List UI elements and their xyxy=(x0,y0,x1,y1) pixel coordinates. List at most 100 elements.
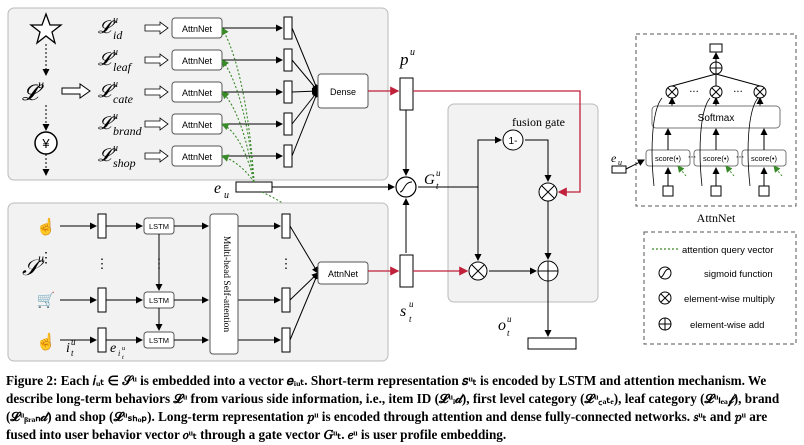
behavior-sup: u xyxy=(113,15,118,26)
score-label: score(•) xyxy=(751,154,777,163)
svg-text:u: u xyxy=(71,337,76,347)
hidden-vector xyxy=(281,213,291,239)
multiply-node-bottom xyxy=(468,261,488,281)
item-label: i xyxy=(66,341,70,356)
one-minus-node xyxy=(502,129,524,151)
svg-text:e: e xyxy=(611,151,617,165)
score-unit: score(•) xyxy=(741,97,787,197)
short-term-row: LSTM xyxy=(60,272,319,313)
attnnet-detail-title: AttnNet xyxy=(697,211,736,225)
svg-text:AttnNet: AttnNet xyxy=(328,269,359,279)
score-input-vector xyxy=(662,185,674,197)
svg-text:☝: ☝ xyxy=(36,332,56,351)
tap-hand-icon: ☝ xyxy=(36,332,56,351)
svg-text:t: t xyxy=(507,328,510,338)
figure-caption: Figure 2: Each 𝑖ᵤₜ ∈ 𝒮ᵘ is embedded into… xyxy=(6,372,798,444)
add-node xyxy=(537,260,559,282)
ot-label: o xyxy=(498,317,506,334)
legend-multiply-icon xyxy=(658,291,672,305)
caption-text: Each 𝑖ᵤₜ ∈ 𝒮ᵘ is embedded into a vector … xyxy=(6,373,780,442)
lstm-label: LSTM xyxy=(149,222,169,231)
long-attnnet-label: AttnNet xyxy=(182,88,213,98)
gate-label: G xyxy=(424,172,435,188)
svg-text:1-: 1- xyxy=(509,136,518,147)
row-ellipsis: ⋮ xyxy=(280,257,293,272)
cart-icon: 🛒 xyxy=(37,291,56,309)
long-attnnet-label: AttnNet xyxy=(182,56,213,66)
svg-text:🛒: 🛒 xyxy=(37,291,56,309)
behavior-sub: cate xyxy=(113,92,134,106)
svg-text:t: t xyxy=(409,314,412,324)
score-input-vector xyxy=(710,185,722,197)
multiply-node-top xyxy=(538,182,558,202)
svg-text:i: i xyxy=(118,349,120,358)
ot-vector xyxy=(527,337,577,350)
fusion-gate-panel xyxy=(447,103,599,303)
long-vector xyxy=(283,144,293,168)
score-unit: score(•) xyxy=(645,97,691,197)
behavior-sup: u xyxy=(113,143,118,154)
self-attention-label: Multi-head Self-attention xyxy=(221,236,232,333)
svg-text:u: u xyxy=(507,314,512,324)
behavior-sup: u xyxy=(113,47,118,58)
svg-text:¥: ¥ xyxy=(41,136,50,151)
star-icon xyxy=(29,12,63,45)
eu-label: e xyxy=(214,180,221,197)
long-vector xyxy=(283,16,293,40)
long-attnnet-label: AttnNet xyxy=(182,152,213,162)
st-label: s xyxy=(400,303,406,320)
attnnet-detail-panel xyxy=(635,33,797,207)
svg-text:t: t xyxy=(436,181,439,191)
softmax-label: Softmax xyxy=(698,113,735,124)
short-term-panel xyxy=(7,202,389,362)
score-label: score(•) xyxy=(703,154,729,163)
item-vector xyxy=(97,287,107,313)
sigmoid-node xyxy=(395,176,417,198)
score-row: score(•) score(•) score(•) ··· ··· xyxy=(645,97,787,197)
dense-label: Dense xyxy=(330,87,356,97)
attn-multiply-node xyxy=(665,73,717,106)
behavior-sub: id xyxy=(113,28,123,42)
row-ellipsis: ⋮ xyxy=(153,257,166,272)
legend-add-icon xyxy=(658,317,672,331)
lstm-label: LSTM xyxy=(149,296,169,305)
svg-text:u: u xyxy=(409,299,414,309)
svg-text:u: u xyxy=(436,168,441,178)
svg-text:t: t xyxy=(122,354,124,361)
svg-text:☝: ☝ xyxy=(36,217,56,236)
svg-text:u: u xyxy=(122,345,126,352)
figure-label: Figure 2: xyxy=(6,373,58,388)
hidden-vector xyxy=(281,287,291,313)
row-ellipsis: ⋮ xyxy=(96,257,109,272)
score-dots: ··· xyxy=(688,153,697,163)
behavior-sup: u xyxy=(113,111,118,122)
item-vector xyxy=(97,327,107,353)
svg-text:u: u xyxy=(410,47,415,58)
fusion-gate-title: fusion gate xyxy=(512,115,565,129)
score-unit: score(•) xyxy=(693,97,739,197)
score-label: score(•) xyxy=(655,154,681,163)
attn-multiply-node xyxy=(709,74,723,106)
short-term-row: LSTM xyxy=(60,272,319,353)
attn-multiply-node xyxy=(715,73,767,106)
legend-panel xyxy=(643,231,797,345)
score-dots: ··· xyxy=(736,153,745,163)
legend-sigmoid-icon xyxy=(658,266,672,280)
svg-text:⋮: ⋮ xyxy=(39,250,53,266)
self-attention-box xyxy=(209,213,239,355)
hidden-vector xyxy=(281,327,291,353)
legend-item-multiply: element-wise multiply xyxy=(684,294,775,305)
long-vector xyxy=(283,112,293,136)
long-attnnet-label: AttnNet xyxy=(182,24,213,34)
long-vector xyxy=(283,48,293,72)
attn-eu-vector xyxy=(611,165,627,174)
long-term-symbol-sup: u xyxy=(38,77,44,91)
svg-text:u: u xyxy=(618,158,622,167)
pu-label: p xyxy=(399,50,409,69)
legend-item-sigmoid: sigmoid function xyxy=(704,269,773,280)
legend-item-add: element-wise add xyxy=(690,320,764,331)
